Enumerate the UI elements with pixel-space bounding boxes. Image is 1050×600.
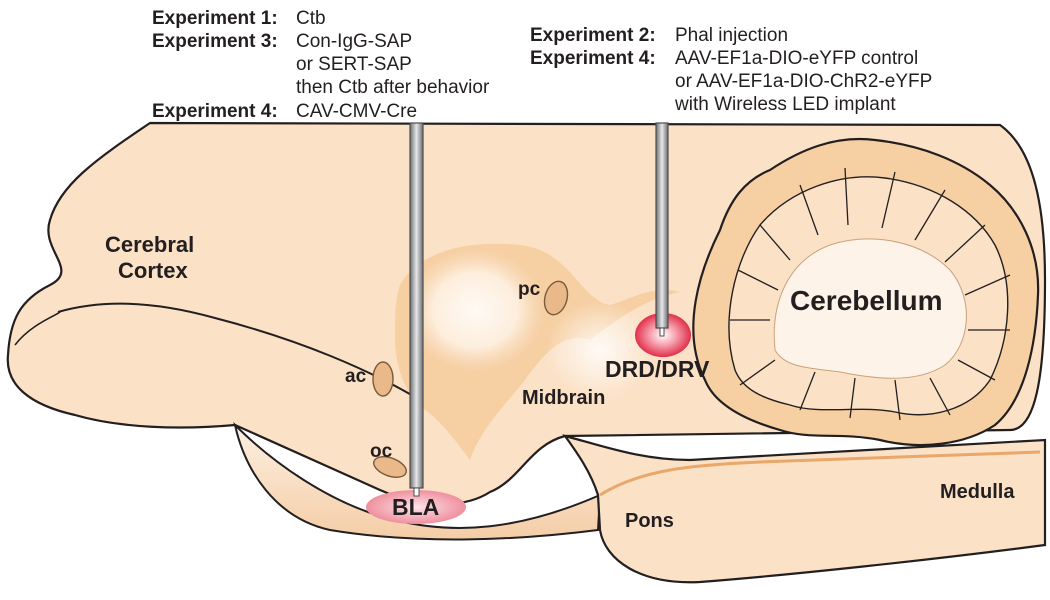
left-exp-3-line-2: or SERT-SAP	[296, 54, 412, 75]
label-cortex: Cortex	[118, 258, 188, 283]
left-exp-3-line-3: then Ctb after behavior	[296, 77, 490, 98]
probe-left	[409, 122, 424, 497]
left-exp-1: Experiment 1: Ctb	[152, 8, 326, 29]
left-exp-3-line-1: Con-IgG-SAP	[296, 31, 412, 52]
label-bla: BLA	[392, 494, 439, 520]
ventral-forebrain	[233, 421, 602, 541]
pons-brainstem	[562, 434, 1047, 584]
cortex-fold	[57, 302, 421, 401]
left-exp-4-label: Experiment 4:	[152, 101, 278, 122]
pc-structure	[543, 280, 569, 316]
label-midbrain: Midbrain	[522, 387, 605, 409]
bla-target	[366, 490, 466, 524]
right-exp-4-line-2: or AAV-EF1a-DIO-ChR2-eYFP	[675, 71, 932, 92]
cerebellar-folia	[730, 167, 1011, 421]
right-exp-2-line-1: Phal injection	[675, 25, 788, 46]
svg-text:Cerebral Cortex: Cerebral Cortex	[105, 232, 200, 283]
right-exp-4-line-3: with Wireless LED implant	[674, 94, 896, 115]
label-drd-drv: DRD/DRV	[605, 356, 710, 382]
label-pons: Pons	[625, 510, 674, 532]
right-exp-4: Experiment 4: AAV-EF1a-DIO-eYFP control	[530, 48, 918, 69]
left-exp-1-label: Experiment 1:	[152, 8, 278, 29]
left-exp-1-line-1: Ctb	[296, 8, 326, 29]
right-exp-2: Experiment 2: Phal injection	[530, 25, 788, 46]
left-exp-4-line-1: CAV-CMV-Cre	[296, 101, 417, 122]
probe-right	[655, 122, 669, 337]
label-pc: pc	[518, 279, 541, 300]
label-cerebellum: Cerebellum	[790, 285, 943, 316]
label-ac: ac	[345, 366, 367, 387]
label-cerebral: Cerebral	[105, 232, 194, 257]
right-exp-4-line-1: AAV-EF1a-DIO-eYFP control	[675, 48, 918, 69]
label-oc: oc	[370, 441, 393, 462]
left-exp-3-label: Experiment 3:	[152, 31, 278, 52]
right-exp-2-label: Experiment 2:	[530, 25, 656, 46]
ac-structure	[372, 361, 394, 397]
right-exp-4-label: Experiment 4:	[530, 48, 656, 69]
label-medulla: Medulla	[940, 481, 1015, 503]
oc-structure	[373, 456, 407, 478]
left-exp-4: Experiment 4: CAV-CMV-Cre	[152, 101, 417, 122]
left-exp-3: Experiment 3: Con-IgG-SAP	[152, 31, 412, 52]
